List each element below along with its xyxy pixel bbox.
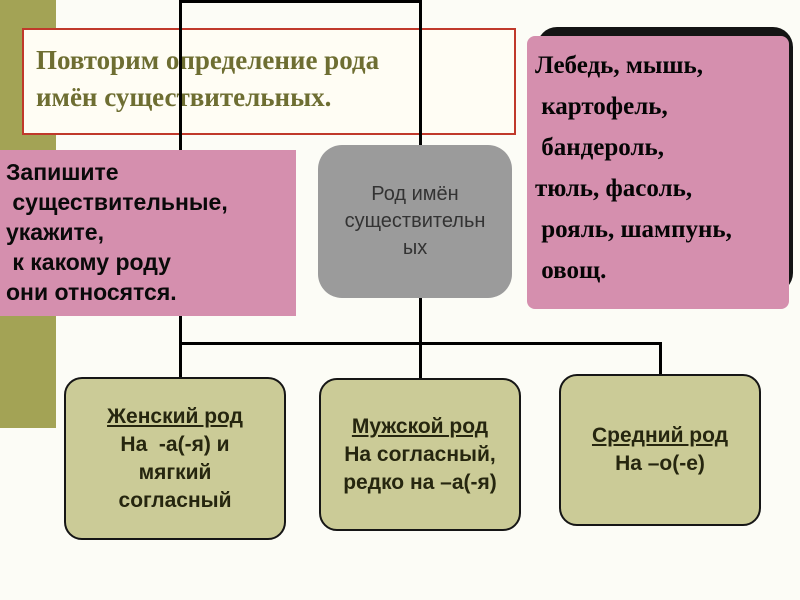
gender-box-line: согласный xyxy=(118,488,232,512)
connector-line-right-drop xyxy=(659,342,662,376)
words-panel: Лебедь, мышь, картофель, бандероль, тюль… xyxy=(527,36,789,309)
instruction-box: Запишите существительные, укажите, к как… xyxy=(0,150,296,316)
connector-line-bottom-horizontal xyxy=(179,342,662,345)
gender-box-line: редко на –а(-я) xyxy=(343,470,497,494)
gender-box-neuter: Средний род На –о(-е) xyxy=(559,374,761,526)
gender-box-title: Мужской род xyxy=(351,414,489,438)
root-node: Род имён существительных xyxy=(318,145,512,298)
gender-box-feminine: Женский род На -а(-я) и мягкий согласный xyxy=(64,377,286,540)
root-node-label: Род имён существительных xyxy=(344,183,486,259)
gender-box-title: Средний род xyxy=(591,424,729,447)
gender-box-line: На согласный, xyxy=(344,442,496,466)
gender-box-line: На –о(-е) xyxy=(615,452,705,475)
instruction-line: Запишите xyxy=(6,159,119,185)
slide-title-line-1: Повторим определение рода xyxy=(36,45,380,75)
words-line: тюль, фасоль, xyxy=(535,175,693,202)
gender-box-masculine: Мужской род На согласный, редко на –а(-я… xyxy=(319,378,521,531)
words-line: бандероль, xyxy=(535,134,664,161)
instruction-line: они относятся. xyxy=(6,279,177,305)
gender-box-title: Женский род xyxy=(107,404,243,428)
gender-box-line: На -а(-я) и xyxy=(120,432,230,456)
words-line: Лебедь, мышь, xyxy=(535,52,703,79)
connector-line-left-drop xyxy=(179,314,182,378)
words-line: картофель, xyxy=(535,93,668,120)
connector-line-top-horizontal xyxy=(179,0,422,3)
slide-title-line-2: имён существительных. xyxy=(36,82,332,112)
instruction-line: укажите, xyxy=(6,219,104,245)
gender-box-line: мягкий xyxy=(138,460,212,484)
title-box: Повторим определение рода имён существит… xyxy=(22,28,516,135)
instruction-line: существительные, xyxy=(6,189,228,215)
connector-line-top-left xyxy=(179,0,182,150)
words-line: овощ. xyxy=(535,257,607,284)
words-line: рояль, шампунь, xyxy=(535,216,732,243)
connector-line-center-drop xyxy=(419,296,422,378)
connector-line-top-right xyxy=(419,0,422,146)
instruction-line: к какому роду xyxy=(6,249,171,275)
